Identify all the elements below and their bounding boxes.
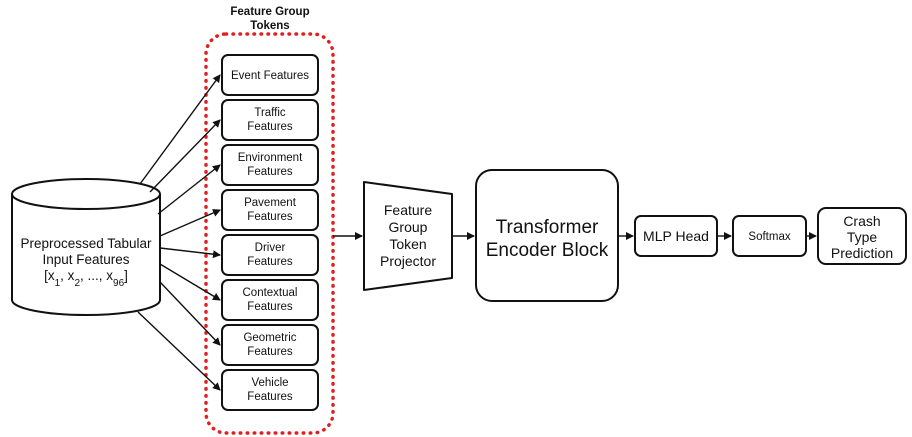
environment-features-label-line1: Environment xyxy=(238,152,303,164)
pavement-features-box xyxy=(221,189,319,231)
input-feature-vector: [x1, x2, ..., x96] xyxy=(44,268,128,289)
event-features-label: Event Features xyxy=(231,70,309,82)
vehicle-features-label-line2: Features xyxy=(247,391,293,403)
contextual-features-label-line1: Contextual xyxy=(243,287,298,299)
vehicle-features-box xyxy=(221,369,319,411)
arrow-to-vehicle-features xyxy=(137,311,221,391)
vehicle-features-label-line1: Vehicle xyxy=(251,377,288,389)
projector-label-line4: Projector xyxy=(380,253,436,269)
projector-labels: Feature Group Token Projector xyxy=(380,202,436,269)
pavement-features-label-line1: Pavement xyxy=(244,197,297,209)
event-features-box xyxy=(221,54,319,96)
feature-group-container xyxy=(204,32,335,435)
projector-trapezoid xyxy=(363,181,453,291)
arrow-to-traffic-features xyxy=(149,119,221,193)
feature-group-boxes xyxy=(221,54,319,411)
input-label-line2: Input Features xyxy=(42,252,129,267)
geometric-features-box xyxy=(221,324,319,366)
arrow-to-driver-features xyxy=(159,247,221,259)
pavement-features-label-line2: Features xyxy=(247,211,293,223)
feature-group-labels: Event Features Traffic Features Environm… xyxy=(231,70,309,403)
geometric-features-label-line2: Features xyxy=(247,346,293,358)
traffic-features-label-line1: Traffic xyxy=(254,107,286,119)
arrow-to-environment-features xyxy=(157,164,221,215)
arrow-to-event-features xyxy=(139,74,221,185)
group-title-line2: Tokens xyxy=(250,20,289,32)
driver-features-label-line1: Driver xyxy=(255,242,286,254)
fanout-arrows xyxy=(137,74,221,391)
geometric-features-label-line1: Geometric xyxy=(243,332,296,344)
output-label-line3: Prediction xyxy=(831,245,893,261)
group-title-line1: Feature Group xyxy=(230,6,309,18)
projector-label-line1: Feature xyxy=(384,202,432,218)
driver-features-label-line2: Features xyxy=(247,256,293,268)
contextual-features-label-line2: Features xyxy=(247,301,293,313)
transformer-label-line2: Encoder Block xyxy=(486,240,609,261)
traffic-features-label-line2: Features xyxy=(247,121,293,133)
contextual-features-box xyxy=(221,279,319,321)
arrow-to-pavement-features xyxy=(159,209,221,237)
crash-type-prediction-box xyxy=(817,207,907,265)
input-label-line1: Preprocessed Tabular xyxy=(20,236,152,251)
environment-features-label-line2: Features xyxy=(247,166,293,178)
environment-features-box xyxy=(221,144,319,186)
projector-label-line2: Group xyxy=(389,219,428,235)
arrow-to-geometric-features xyxy=(159,281,221,346)
input-database-cylinder xyxy=(11,178,161,316)
output-label-line2: Type xyxy=(847,229,878,245)
arrow-to-contextual-features xyxy=(159,263,221,301)
traffic-features-box xyxy=(221,99,319,141)
softmax-label: Softmax xyxy=(748,231,790,243)
transformer-label-line1: Transformer xyxy=(496,217,599,238)
output-label-line1: Crash xyxy=(843,213,880,229)
mlp-head-label: MLP Head xyxy=(643,228,709,244)
driver-features-box xyxy=(221,234,319,276)
projector-label-line3: Token xyxy=(389,236,426,252)
